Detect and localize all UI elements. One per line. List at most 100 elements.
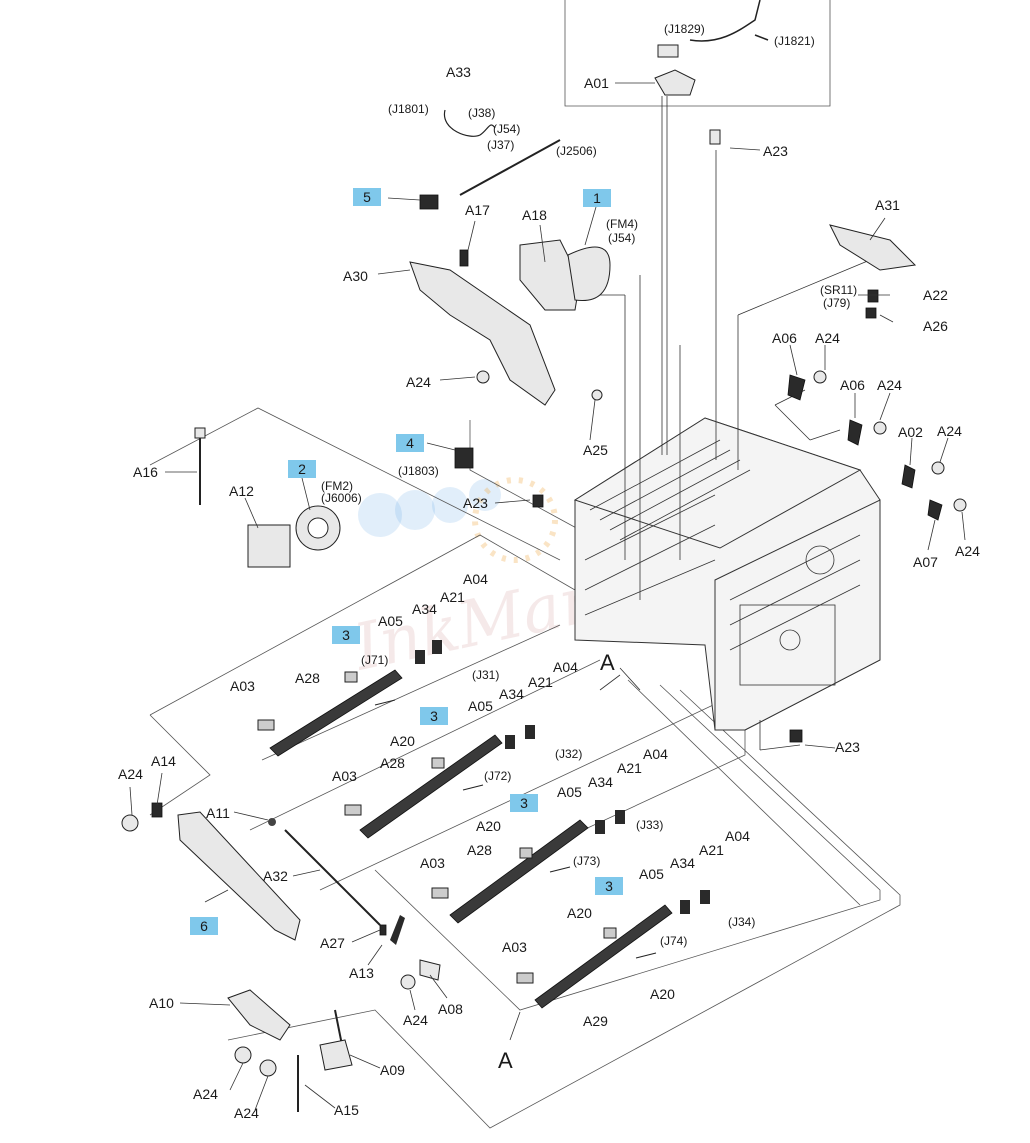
conn-j74: (J74) <box>660 934 687 948</box>
callout-box <box>288 460 316 478</box>
label-a34-2: A34 <box>499 686 524 702</box>
callout-number: 3 <box>520 795 528 811</box>
conn-j73: (J73) <box>573 854 600 868</box>
cable-parts <box>194 0 917 505</box>
label-leaders <box>129 82 966 1111</box>
label-a08: A08 <box>438 1001 463 1017</box>
callout-number: 3 <box>605 878 613 894</box>
callout-3c: 3 <box>510 794 538 812</box>
conn-j54-a: (J54) <box>493 122 520 136</box>
conn-j32: (J32) <box>555 747 582 761</box>
label-a10: A10 <box>149 995 174 1011</box>
label-a34-1: A34 <box>412 601 437 617</box>
label-a31: A31 <box>875 197 900 213</box>
label-a05-4: A05 <box>639 866 664 882</box>
label-a03-1: A03 <box>230 678 255 694</box>
label-a14: A14 <box>151 753 176 769</box>
callout-1: 1 <box>583 189 611 207</box>
conn-sr11: (SR11) <box>820 283 857 297</box>
conn-fm4: (FM4) <box>606 217 638 231</box>
label-a17: A17 <box>465 202 490 218</box>
callout-number: 5 <box>363 189 371 205</box>
inset-box <box>564 0 831 107</box>
label-a02: A02 <box>898 424 923 440</box>
label-a24-4: A24 <box>937 423 962 439</box>
label-a28-1: A28 <box>295 670 320 686</box>
label-a09: A09 <box>380 1062 405 1078</box>
callout-3d: 3 <box>595 877 623 895</box>
conn-j71: (J71) <box>361 653 388 667</box>
callout-box <box>420 707 448 725</box>
callout-number: 3 <box>342 627 350 643</box>
label-a23-mid: A23 <box>463 495 488 511</box>
conn-j31: (J31) <box>472 668 499 682</box>
callout-number: 1 <box>593 190 601 206</box>
label-a03-4: A03 <box>502 939 527 955</box>
callout-box <box>396 434 424 452</box>
label-a21-4: A21 <box>699 842 724 858</box>
label-a24-1: A24 <box>406 374 431 390</box>
label-a28-2: A28 <box>380 755 405 771</box>
label-a24-3: A24 <box>877 377 902 393</box>
brackets-screws <box>459 249 967 743</box>
label-a15: A15 <box>334 1102 359 1118</box>
group-outlines <box>149 407 901 1129</box>
conn-j6006: (J6006) <box>321 491 362 505</box>
label-a24-2: A24 <box>815 330 840 346</box>
conn-j79: (J79) <box>823 296 850 310</box>
callout-number: 4 <box>406 435 414 451</box>
callout-number: 6 <box>200 918 208 934</box>
label-a03-3: A03 <box>420 855 445 871</box>
conn-fm2: (FM2) <box>321 479 353 493</box>
label-a26: A26 <box>923 318 948 334</box>
callout-box <box>190 917 218 935</box>
conn-j33: (J33) <box>636 818 663 832</box>
callout-6: 6 <box>190 917 218 935</box>
main-chassis <box>573 417 881 731</box>
label-a24-9: A24 <box>234 1105 259 1121</box>
connector-labels: (J1829) (J1821) (J1801) (J38) (J54) (J37… <box>321 22 857 948</box>
label-a11: A11 <box>206 805 230 821</box>
label-a24-8: A24 <box>193 1086 218 1102</box>
label-a16: A16 <box>133 464 158 480</box>
conn-j54-b: (J54) <box>608 231 635 245</box>
label-a34-3: A34 <box>588 774 613 790</box>
label-a01: A01 <box>584 75 609 91</box>
conn-j1829: (J1829) <box>664 22 705 36</box>
label-a20-2: A20 <box>476 818 501 834</box>
conn-j34: (J34) <box>728 915 755 929</box>
rail-assemblies <box>257 640 710 1009</box>
callout-box <box>583 189 611 207</box>
callout-number: 2 <box>298 461 306 477</box>
label-a32: A32 <box>263 868 288 884</box>
callout-box <box>353 188 381 206</box>
label-a21-1: A21 <box>440 589 465 605</box>
label-a23-top: A23 <box>763 143 788 159</box>
callout-3a: 3 <box>332 626 360 644</box>
label-a24-6: A24 <box>118 766 143 782</box>
callout-number: 3 <box>430 708 438 724</box>
label-a04-3: A04 <box>643 746 668 762</box>
label-a27: A27 <box>320 935 345 951</box>
conn-j38: (J38) <box>468 106 495 120</box>
label-a12: A12 <box>229 483 254 499</box>
label-a07: A07 <box>913 554 938 570</box>
label-a18: A18 <box>522 207 547 223</box>
label-a05-2: A05 <box>468 698 493 714</box>
label-a34-4: A34 <box>670 855 695 871</box>
conn-j72: (J72) <box>484 769 511 783</box>
label-a24-7: A24 <box>403 1012 428 1028</box>
callout-box <box>595 877 623 895</box>
label-a20-4: A20 <box>650 986 675 1002</box>
conn-j1803: (J1803) <box>398 464 439 478</box>
label-a06-2: A06 <box>840 377 865 393</box>
conn-j37: (J37) <box>487 138 514 152</box>
section-mark-top: A <box>600 650 615 675</box>
label-a23-bottom: A23 <box>835 739 860 755</box>
label-a05-3: A05 <box>557 784 582 800</box>
left-side-parts <box>121 802 441 1112</box>
label-a28-3: A28 <box>467 842 492 858</box>
label-a04-2: A04 <box>553 659 578 675</box>
label-a05-1: A05 <box>378 613 403 629</box>
